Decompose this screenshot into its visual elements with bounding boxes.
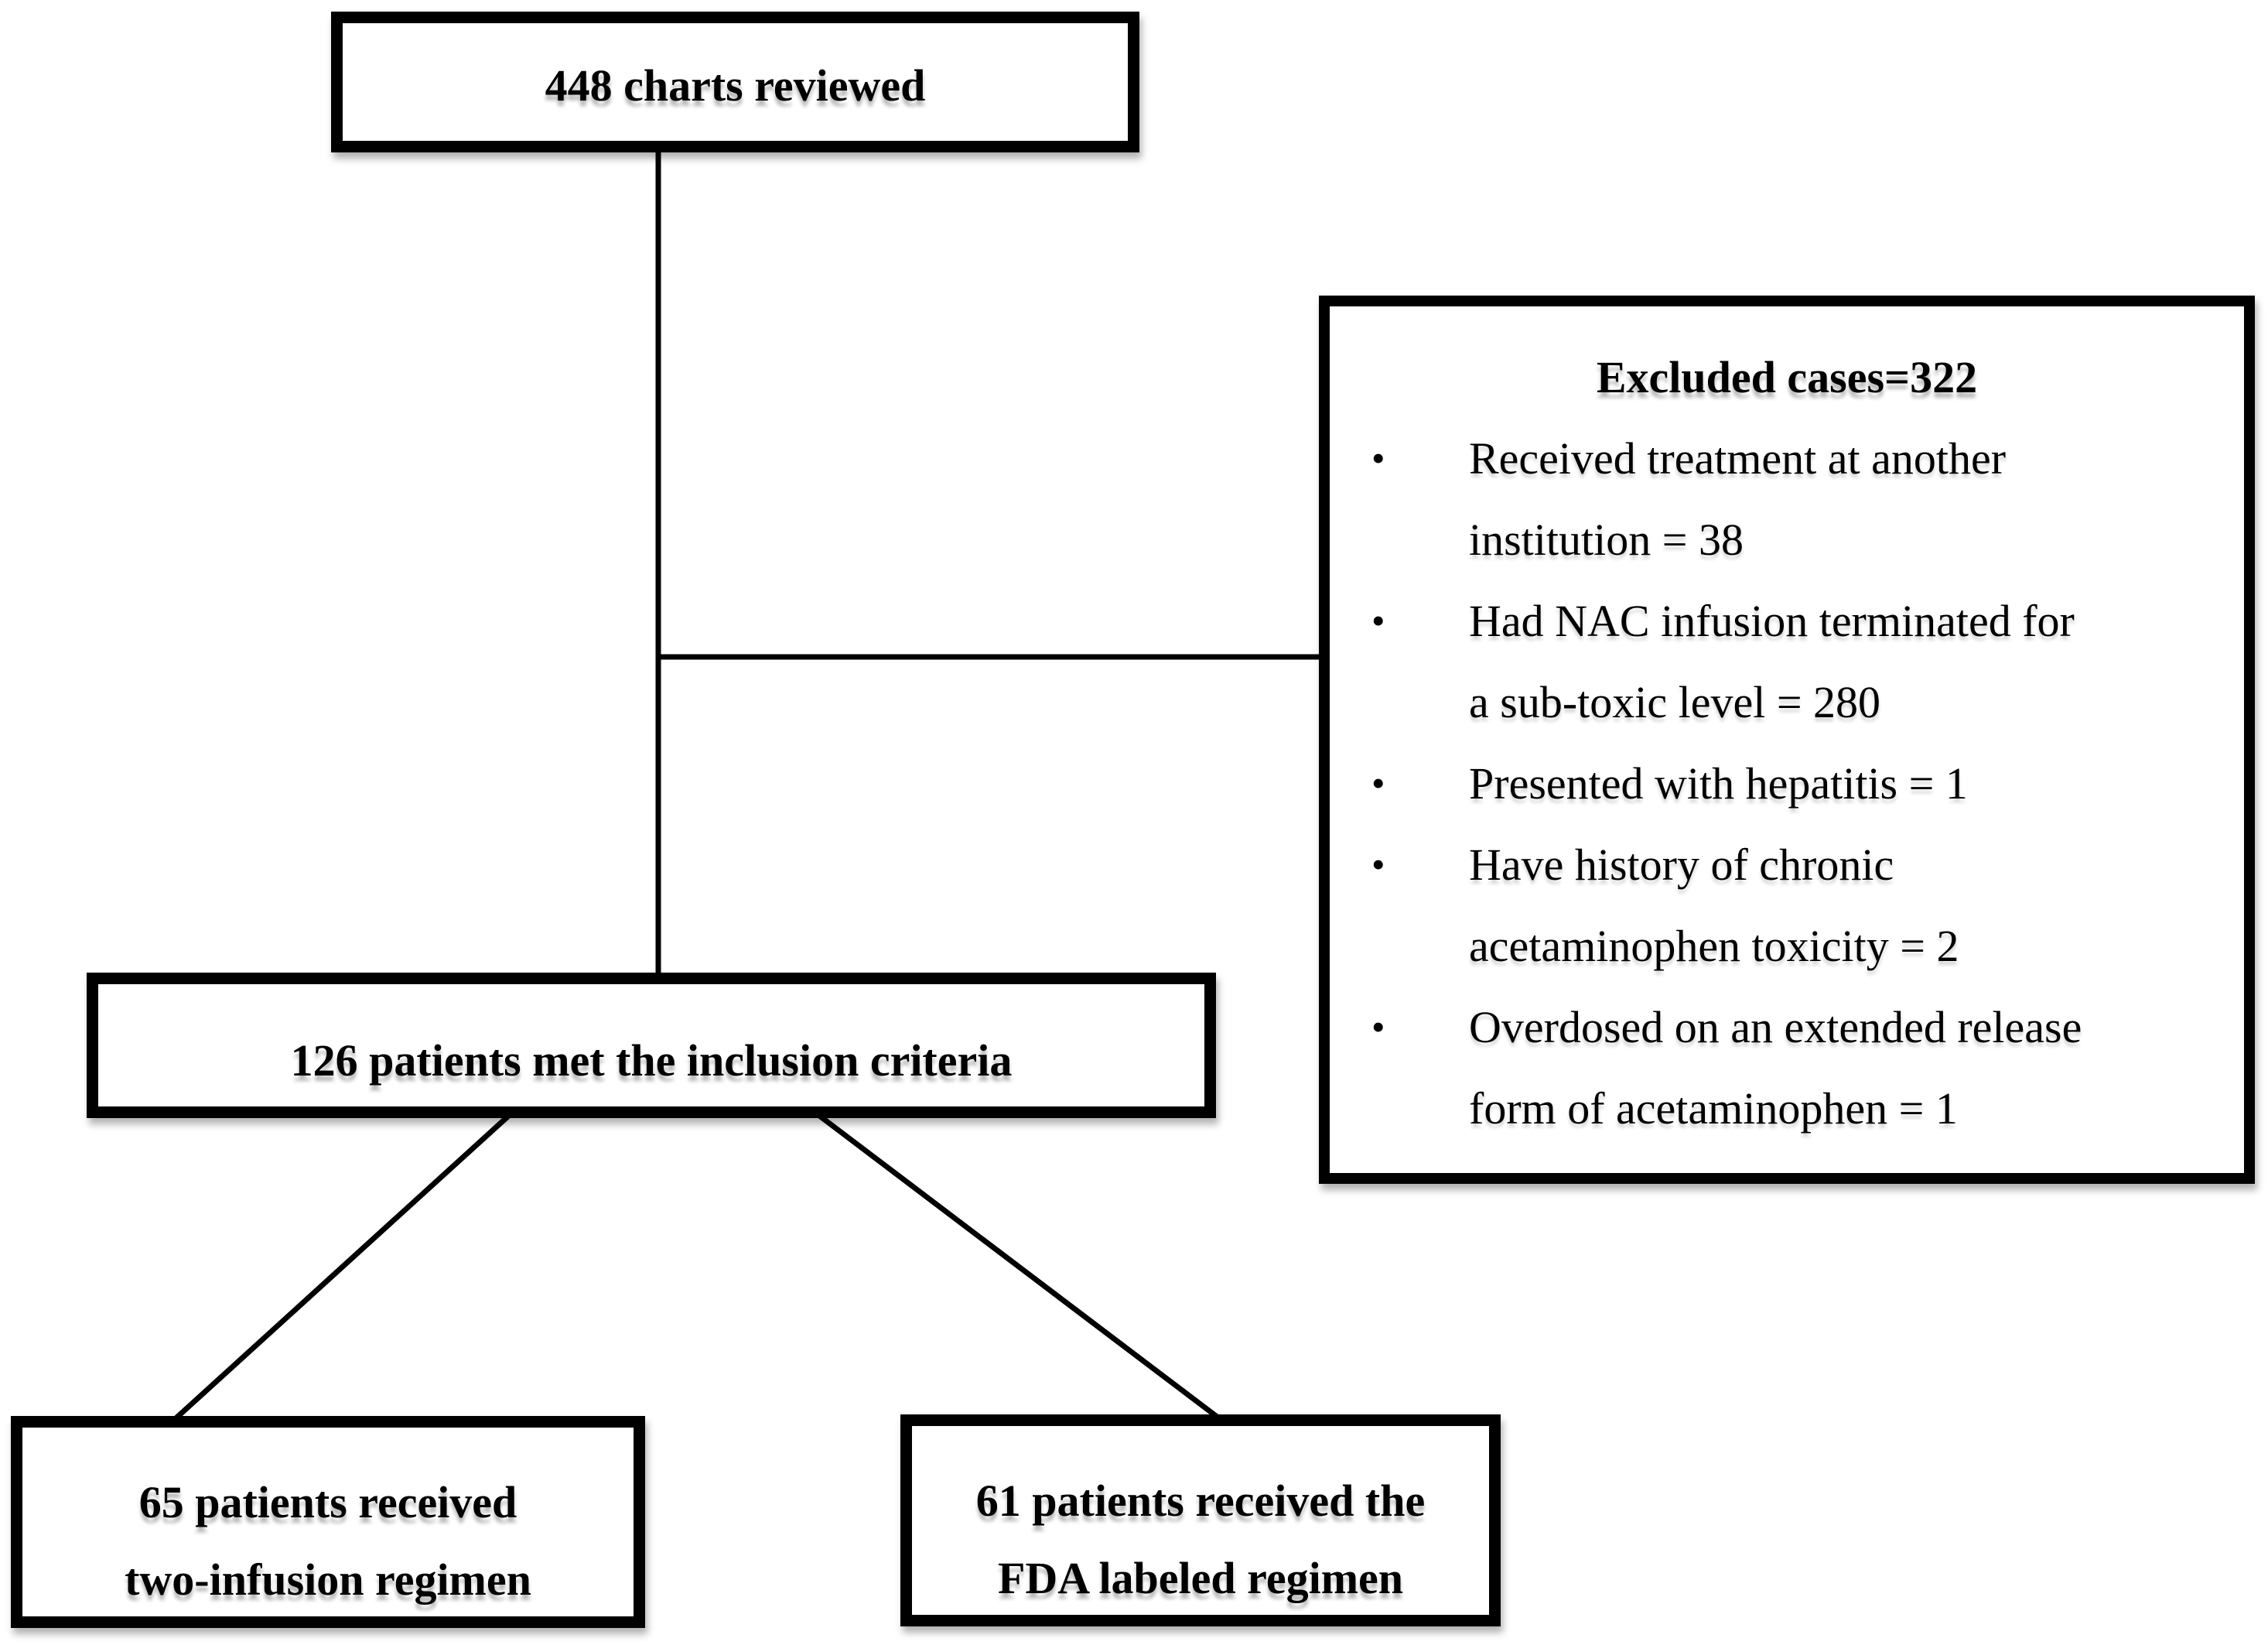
two-infusion-line-2: two-infusion regimen <box>125 1554 531 1605</box>
excluded-cases-box: Excluded cases=322 • Received treatment … <box>1319 296 2255 1184</box>
excluded-item-text: Received treatment at another institutio… <box>1469 433 2007 565</box>
excluded-item-text: Had NAC infusion terminated for a sub-to… <box>1469 596 2075 727</box>
fda-regimen-line-2: FDA labeled regimen <box>997 1553 1404 1603</box>
excluded-cases-title: Excluded cases=322 <box>1596 352 1978 402</box>
connector-inclusion-to-fda <box>813 1110 1221 1421</box>
connector-inclusion-to-two-infusion <box>171 1110 514 1423</box>
fda-labeled-regimen-box: 61 patients received the FDA labeled reg… <box>900 1414 1501 1626</box>
excluded-item-chronic-toxicity: • Have history of chronic acetaminophen … <box>1330 824 2244 987</box>
excluded-item-text: Presented with hepatitis = 1 <box>1469 758 1968 809</box>
fda-regimen-line-1: 61 patients received the <box>975 1476 1426 1526</box>
excluded-item-extended-release: • Overdosed on an extended release form … <box>1330 987 2244 1149</box>
bullet-icon: • <box>1371 436 1385 480</box>
bullet-icon: • <box>1371 761 1385 805</box>
inclusion-criteria-label: 126 patients met the inclusion criteria <box>290 1035 1013 1086</box>
excluded-item-hepatitis: • Presented with hepatitis = 1 <box>1330 743 2244 824</box>
excluded-item-nac-terminated: • Had NAC infusion terminated for a sub-… <box>1330 580 2244 743</box>
charts-reviewed-label: 448 charts reviewed <box>545 60 926 111</box>
inclusion-criteria-box: 126 patients met the inclusion criteria <box>87 973 1216 1118</box>
two-infusion-line-1: 65 patients received <box>138 1477 517 1527</box>
excluded-item-treatment-elsewhere: • Received treatment at another institut… <box>1330 418 2244 580</box>
excluded-item-text: Overdosed on an extended release form of… <box>1469 1002 2082 1134</box>
bullet-icon: • <box>1371 843 1385 886</box>
charts-reviewed-box: 448 charts reviewed <box>331 12 1139 152</box>
excluded-item-text: Have history of chronic acetaminophen to… <box>1469 840 1959 971</box>
two-infusion-regimen-box: 65 patients received two-infusion regime… <box>11 1416 645 1628</box>
bullet-icon: • <box>1371 1005 1385 1048</box>
bullet-icon: • <box>1371 599 1385 642</box>
